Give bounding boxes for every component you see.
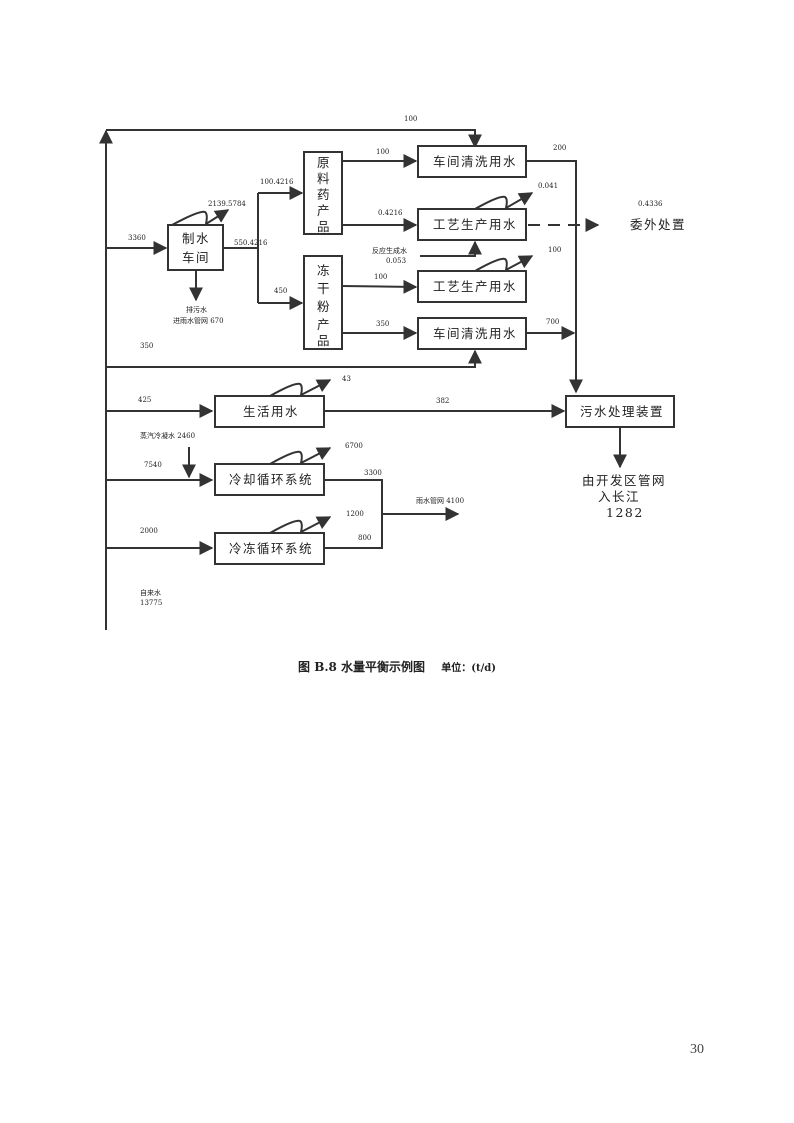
lyo-char-2: 干 — [317, 281, 331, 296]
flow-wash-to-wwtp — [526, 160, 583, 394]
loss-arrow-cooling — [269, 447, 332, 465]
label-7540: 7540 — [144, 461, 162, 469]
label-6700: 6700 — [345, 442, 363, 450]
loss-arrow-process2 — [474, 255, 534, 272]
api-char-2: 料 — [317, 171, 331, 186]
process1-label: 工艺生产用水 — [433, 217, 517, 232]
label-200: 200 — [553, 144, 566, 152]
lyo-char-3: 粉 — [317, 299, 331, 314]
flow-bottom-to-wash2 — [106, 349, 482, 368]
label-2000: 2000 — [140, 527, 158, 535]
box-lyo-product — [303, 255, 343, 350]
rainwater-label: 雨水管网 4100 — [416, 496, 464, 505]
api-char-1: 原 — [317, 155, 331, 170]
wash1-label: 车间清洗用水 — [433, 154, 517, 169]
lyo-char-1: 冻 — [317, 263, 331, 278]
label-350-b: 350 — [140, 342, 153, 350]
water-plant-line1: 制水 — [182, 231, 210, 246]
label-43: 43 — [342, 375, 351, 383]
water-plant-line2: 车间 — [182, 250, 210, 265]
label-350-a: 350 — [376, 320, 389, 328]
discharge-line2: 入长江 — [598, 489, 640, 504]
label-0-4216: 0.4216 — [378, 209, 403, 217]
label-100-4216: 100.4216 — [260, 178, 294, 186]
freezing-label: 冷冻循环系统 — [229, 541, 313, 556]
domestic-label: 生活用水 — [243, 404, 299, 419]
lyo-char-5: 品 — [317, 333, 331, 348]
tap-water-value: 13775 — [140, 599, 162, 607]
loss-arrow-freezing — [269, 516, 332, 534]
label-1200: 1200 — [346, 510, 364, 518]
label-450: 450 — [274, 287, 287, 295]
outsourced-label: 委外处置 — [630, 217, 686, 232]
drain-label-1: 排污水 — [186, 305, 207, 314]
flow-lyo-process2 — [341, 279, 418, 294]
box-cooling — [214, 463, 325, 496]
figure-title: 图 B.8 水量平衡示例图 — [298, 660, 426, 674]
figure-unit: 单位：(t/d) — [441, 663, 496, 674]
label-550: 550.4216 — [234, 239, 268, 247]
box-wash1 — [417, 145, 527, 178]
box-process1 — [417, 208, 527, 241]
flow-reaction-water — [420, 240, 482, 257]
label-700: 700 — [546, 318, 559, 326]
label-0-041: 0.041 — [538, 182, 558, 190]
process2-label: 工艺生产用水 — [433, 279, 517, 294]
box-domestic — [214, 395, 325, 428]
label-100-c: 100 — [548, 246, 561, 254]
discharge-line3: 1282 — [606, 505, 644, 520]
label-100-b: 100 — [374, 273, 387, 281]
api-char-5: 品 — [317, 219, 331, 234]
loss-arrow-domestic — [269, 379, 332, 397]
api-char-4: 产 — [317, 203, 331, 218]
cooling-label: 冷却循环系统 — [229, 472, 313, 487]
reaction-water-label: 反应生成水 — [372, 246, 407, 255]
page-number: 30 — [690, 1042, 704, 1057]
wwtp-label: 污水处理装置 — [580, 404, 664, 419]
flow-top-to-wash1 — [106, 129, 482, 149]
figure-caption: 图 B.8 水量平衡示例图 单位：(t/d) — [0, 658, 794, 675]
wash2-label: 车间清洗用水 — [433, 326, 517, 341]
loss-arrow-water-plant — [171, 209, 230, 227]
label-2139: 2139.5784 — [208, 200, 246, 208]
box-freezing — [214, 532, 325, 565]
lyo-char-4: 产 — [317, 317, 331, 332]
label-100-a: 100 — [376, 148, 389, 156]
loss-arrow-process1 — [474, 192, 534, 211]
label-382: 382 — [436, 397, 449, 405]
label-3300: 3300 — [364, 469, 382, 477]
label-800: 800 — [358, 534, 371, 542]
reaction-water-value: 0.053 — [386, 257, 406, 265]
discharge-line1: 由开发区管网 — [582, 473, 666, 488]
drain-label-2: 进雨水管网 670 — [173, 316, 224, 325]
box-process2 — [417, 270, 527, 303]
tap-water-label: 自来水 — [140, 588, 161, 597]
box-api-product — [303, 151, 343, 235]
box-wash2 — [417, 317, 527, 350]
label-0-4336: 0.4336 — [638, 200, 663, 208]
steam-condensate-label: 蒸汽冷凝水 2460 — [140, 431, 195, 440]
label-3360: 3360 — [128, 234, 146, 242]
api-char-3: 药 — [317, 187, 331, 202]
label-425: 425 — [138, 396, 151, 404]
label-top-100: 100 — [404, 115, 417, 123]
